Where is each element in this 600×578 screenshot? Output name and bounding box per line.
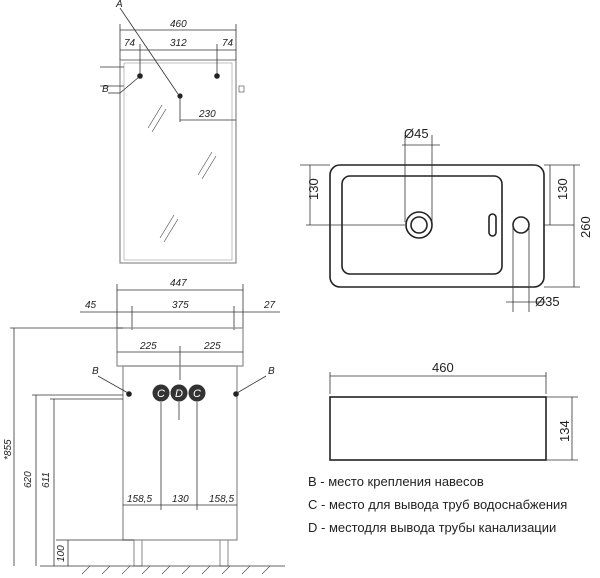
basin-height-130-right: 130 [555,178,570,200]
cabinet-leg-right [219,539,229,567]
mirror-right-offset: 74 [222,38,234,49]
cabinet-half-right: 225 [203,341,221,352]
cabinet-body-width: 375 [172,300,189,311]
cabinet-left-overhang: 45 [85,300,97,311]
drain-outer [405,211,433,239]
basin-front-view: 460 134 [329,360,578,461]
legend-b: B - место крепления навесов [308,474,484,489]
cabinet-bottom-mid: 130 [172,494,189,505]
cabinet-pipe-markers: C D C [152,384,206,402]
mirror-hook-right [214,73,220,79]
cabinet-label-b-right: B [268,366,275,377]
drain-diameter: Ø45 [404,126,429,141]
front-height: 134 [557,420,572,442]
basin-height-130-left: 130 [306,178,321,200]
tap-hole [512,216,530,234]
cabinet-height-611: 611 [41,472,52,488]
front-width: 460 [432,360,454,375]
cabinet-height-total: *855 [3,439,14,460]
basin-outer [329,164,545,288]
mirror-view: 460 74 312 74 A B 230 [100,0,245,264]
tap-diameter: Ø35 [535,294,560,309]
mirror-glass [123,62,233,261]
cabinet-total-width: 447 [170,278,187,289]
overflow-slot [488,213,497,237]
mirror-frame [119,59,237,264]
mirror-label-a: A [115,0,123,10]
mirror-left-offset: 74 [124,38,136,49]
cabinet-right-overhang: 27 [263,300,276,311]
cabinet-height-100: 100 [56,545,67,562]
marker-d: D [175,388,183,400]
cabinet-bottom-left: 158,5 [127,494,152,505]
cabinet-label-b-left: B [92,366,99,377]
cabinet-body [122,365,238,541]
drain-inner [410,216,428,234]
cabinet-leg-left [133,539,143,567]
basin-depth: 260 [578,216,593,238]
mirror-hook-offset: 230 [198,109,216,120]
cabinet-half-left: 225 [139,341,157,352]
marker-c-left: C [157,388,165,400]
cabinet-height-620: 620 [23,471,34,488]
mirror-middle: 312 [170,38,187,49]
cabinet-view: 447 45 375 27 225 225 B B [3,278,285,575]
basin-top-view: Ø45 130 130 260 Ø35 [300,126,593,312]
legend-d: D - местодля вывода трубы канализации [308,520,557,535]
mirror-label-b: B [102,84,109,95]
mirror-glare [147,104,217,243]
marker-c-right: C [193,388,201,400]
legend-c: C - место для вывода труб водоснабжения [308,497,568,512]
mirror-width: 460 [170,19,187,30]
basin-front-body [329,396,547,461]
cabinet-bottom-right: 158,5 [209,494,234,505]
